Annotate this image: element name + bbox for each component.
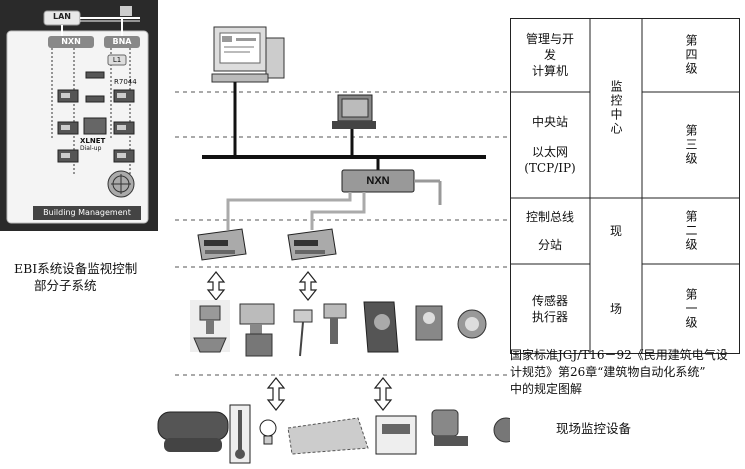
r7044-label: R7044 (114, 78, 137, 86)
level-4: 第四级 (642, 18, 740, 92)
ebi-caption-line1: EBI系统设备监视控制 (14, 260, 137, 277)
level-1: 第一级 (642, 264, 740, 354)
building-management-label: Building Management (33, 208, 141, 217)
valve-actuator-icons (190, 300, 486, 356)
central-station-icon (332, 95, 376, 129)
xlnet-label: XLNET (80, 137, 105, 145)
level-3: 第三级 (642, 92, 740, 198)
field-equipment-label: 现场监控设备 (556, 420, 631, 437)
row-sensors-actuators: 传感器 执行器 (510, 264, 590, 354)
row-central-station: 中央站 以太网 (TCP/IP) (510, 92, 590, 198)
control-bus (228, 192, 364, 230)
substation-controller-2 (288, 229, 336, 260)
level-table: 管理与开 发 计算机 中央站 以太网 (TCP/IP) 控制总线 分站 传感器 … (510, 18, 740, 354)
nxn-box-label: NXN (342, 175, 414, 187)
xlnet-module (84, 118, 106, 134)
io-arrows-lower (268, 378, 391, 410)
dialup-label: Dial-up (80, 145, 101, 152)
io-arrows-upper (208, 272, 316, 300)
level-2: 第二级 (642, 198, 740, 264)
row-management-computer: 管理与开 发 计算机 (510, 18, 590, 92)
bna-column-label: BNA (104, 37, 140, 46)
field-label-top: 现 (590, 198, 642, 264)
ebi-caption-line2: 部分子系统 (34, 277, 97, 294)
monitoring-center-label: 监控中心 (590, 18, 642, 198)
field-equipment-icons (158, 405, 510, 463)
system-diagram (150, 0, 510, 469)
field-label-bottom: 场 (590, 264, 642, 354)
management-computer-icon (212, 27, 284, 82)
standard-note: 国家标准JGJ/T16－92《民用建筑电气设 计规范》第26章“建筑物自动化系统… (510, 347, 742, 398)
lan-label: LAN (44, 12, 80, 21)
substation-controller-1 (198, 229, 246, 260)
pc-icon (120, 6, 132, 16)
ebi-subsystem-panel (0, 0, 160, 232)
nxn-column-label: NXN (48, 37, 94, 46)
row-control-bus: 控制总线 分站 (510, 198, 590, 264)
l1-label: L1 (108, 56, 126, 64)
